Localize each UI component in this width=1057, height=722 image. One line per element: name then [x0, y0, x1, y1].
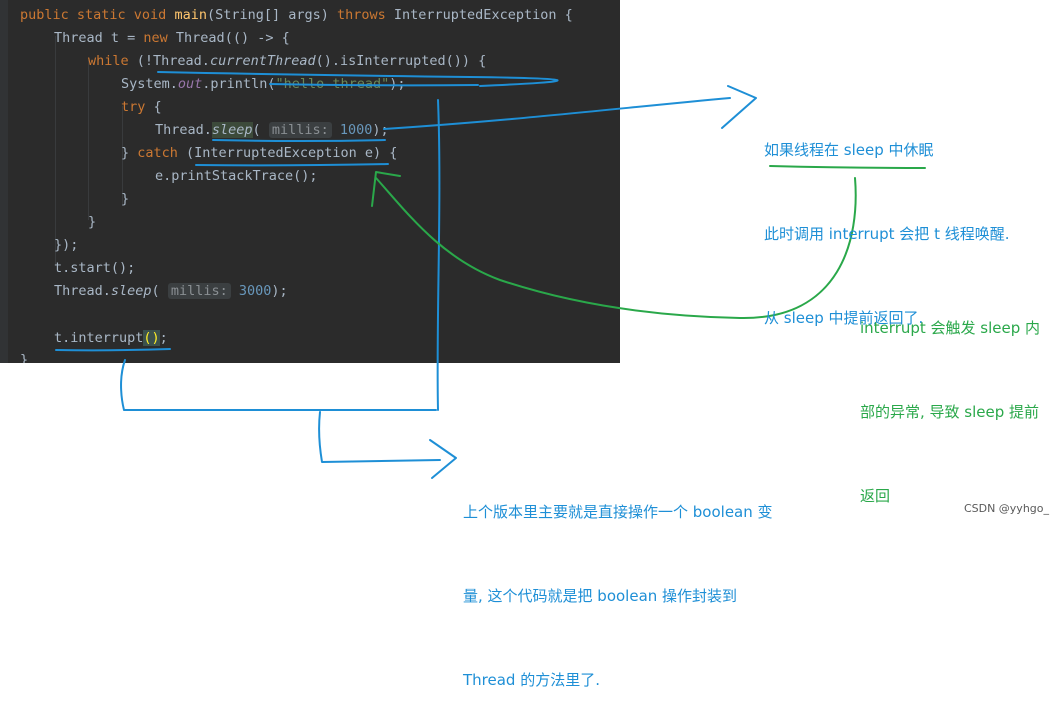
code-line-12: t.start(); [54, 257, 135, 280]
indent-guide [88, 60, 89, 220]
field-name: out [177, 76, 203, 92]
note-line: 从 sleep 中提前返回了. [764, 309, 924, 327]
note-bottom: 上个版本里主要就是直接操作一个 boolean 变 量, 这个代码就是把 boo… [463, 442, 773, 722]
code-text: (String[] args) [206, 7, 337, 23]
method-call: sleep [211, 122, 253, 138]
code-text: Thread t = [54, 30, 144, 46]
code-line-7: } catch (InterruptedException e) { [121, 142, 397, 165]
note-line: 此时调用 interrupt 会把 t 线程唤醒. [764, 225, 1010, 243]
note-line: interrupt 会触发 sleep 内 [860, 319, 1041, 337]
indent-guide [55, 36, 56, 266]
underline-interrupt-call [55, 348, 171, 352]
underline-top-note-green [769, 165, 926, 169]
note-line: 如果线程在 sleep 中休眠 [764, 141, 934, 159]
underline-sleep-1000 [212, 139, 386, 142]
keyword: public static void [20, 7, 175, 23]
code-line-1: public static void main(String[] args) t… [20, 4, 573, 27]
code-text: InterruptedException { [393, 7, 573, 23]
code-text: } [121, 191, 130, 207]
code-text: Thread. [54, 283, 111, 299]
code-text: Thread(() -> { [175, 30, 290, 46]
connector-to-top-note [383, 97, 731, 130]
code-line-2: Thread t = new Thread(() -> { [54, 27, 290, 50]
code-text: ( [252, 122, 269, 138]
code-line-13: Thread.sleep( millis: 3000); [54, 280, 288, 303]
green-curve [375, 177, 857, 320]
code-line-9: } [121, 188, 129, 211]
code-line-14: t.interrupt(); [54, 327, 168, 350]
underline-hello-thread [269, 83, 479, 87]
code-text: { [153, 99, 162, 115]
green-arrowhead [371, 171, 401, 207]
keyword: while [88, 53, 137, 69]
param-hint: millis: [268, 122, 332, 138]
code-line-11: }); [54, 234, 78, 257]
annotation-overlay [55, 71, 926, 479]
underline-is-interrupted [157, 71, 559, 87]
arrowhead-bottom-note [429, 439, 457, 479]
vertical-connector-loop [436, 99, 441, 411]
keyword: try [121, 99, 154, 115]
code-text: ().isInterrupted()) { [315, 53, 487, 69]
param-hint-label: millis: [170, 283, 228, 299]
method-name: main [174, 7, 207, 23]
number-literal: 3000 [230, 283, 272, 299]
param-hint: millis: [167, 283, 231, 299]
number-literal: 1000 [331, 122, 373, 138]
code-line-8: e.printStackTrace(); [155, 165, 318, 188]
code-line-3: while (!Thread.currentThread().isInterru… [88, 50, 486, 73]
code-text: } [121, 145, 138, 161]
connector-bottom-loop [120, 359, 437, 411]
note-line: 量, 这个代码就是把 boolean 操作封装到 [463, 587, 738, 605]
code-text: Thread. [155, 122, 212, 138]
method-call: currentThread [209, 53, 316, 69]
code-text: ; [159, 330, 168, 346]
editor-gutter [0, 0, 8, 363]
code-line-15: } [20, 349, 28, 363]
code-text: ); [271, 283, 288, 299]
code-text: t.interrupt [54, 330, 144, 346]
note-line: 部的异常, 导致 sleep 提前 [860, 403, 1040, 421]
code-line-5: try { [121, 96, 162, 119]
matched-parens: () [143, 330, 160, 346]
watermark: CSDN @yyhgo_ [963, 502, 1049, 515]
keyword: throws [337, 7, 394, 23]
keyword: new [143, 30, 176, 46]
code-editor: public static void main(String[] args) t… [0, 0, 620, 363]
code-text: e.printStackTrace(); [155, 168, 318, 184]
code-text: } [88, 214, 97, 230]
code-line-6: Thread.sleep( millis: 1000); [155, 119, 389, 142]
code-text: ); [389, 76, 406, 92]
code-text: .println( [202, 76, 276, 92]
indent-guide [122, 106, 123, 206]
code-line-10: } [88, 211, 96, 234]
code-text: ); [372, 122, 389, 138]
note-line: 上个版本里主要就是直接操作一个 boolean 变 [463, 503, 773, 521]
underline-interrupted-exception [195, 163, 389, 167]
code-text: t.start(); [54, 260, 136, 276]
keyword: catch [137, 145, 187, 161]
note-line: Thread 的方法里了. [463, 671, 600, 689]
connector-to-bottom-note [318, 411, 441, 463]
method-call: sleep [110, 283, 152, 299]
note-middle: interrupt 会触发 sleep 内 部的异常, 导致 sleep 提前 … [860, 258, 1040, 538]
code-text: System. [121, 76, 178, 92]
arrowhead-top-note [721, 85, 757, 129]
code-text: ( [151, 283, 168, 299]
code-text: }); [54, 237, 79, 253]
code-text: (!Thread. [136, 53, 210, 69]
code-text: (InterruptedException e) { [186, 145, 398, 161]
param-hint-label: millis: [271, 122, 329, 138]
note-line: 返回 [860, 487, 891, 505]
note-top: 如果线程在 sleep 中休眠 此时调用 interrupt 会把 t 线程唤醒… [764, 80, 1010, 360]
code-text: } [20, 352, 29, 363]
